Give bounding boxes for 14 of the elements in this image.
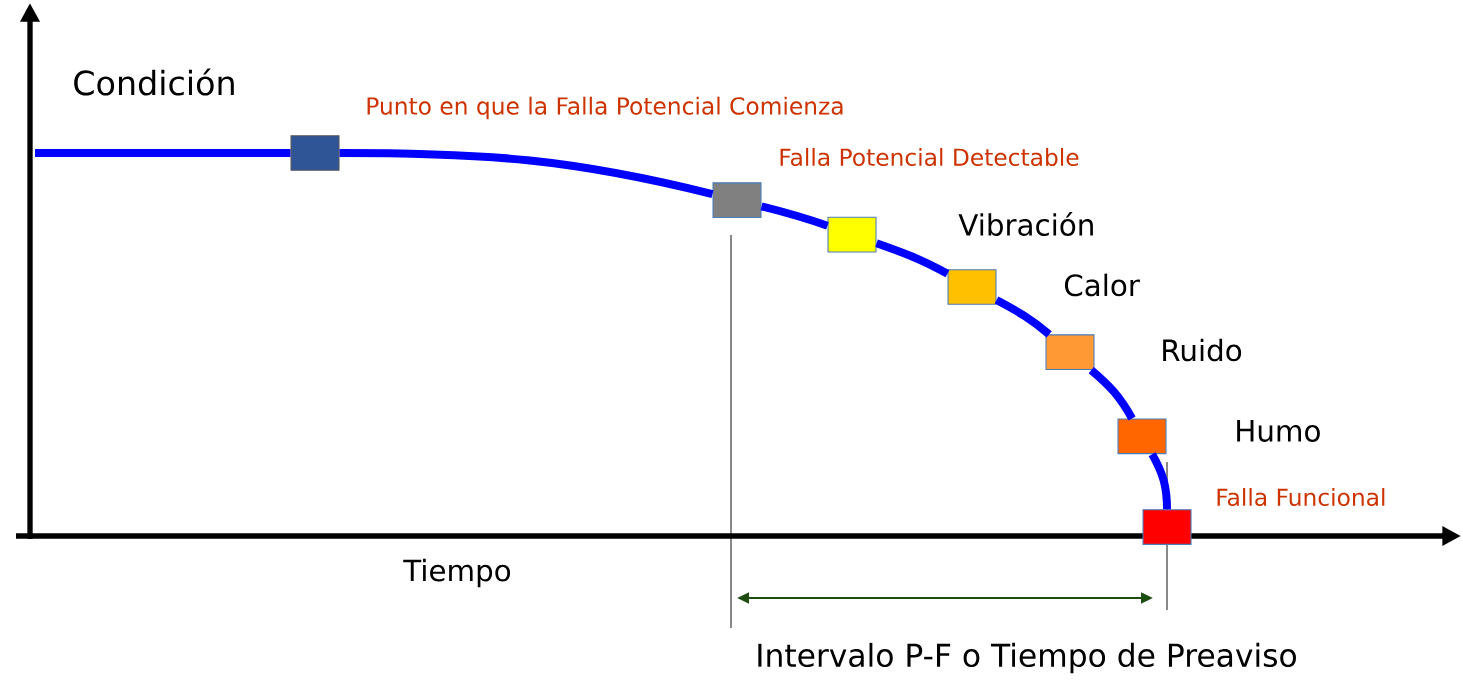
annotation-text: Intervalo P-F o Tiempo de Preaviso (758, 642, 1296, 674)
curve-segment (994, 296, 1052, 338)
axis-label: Condición (74, 68, 234, 96)
annotation-text: Ruido (1163, 338, 1242, 362)
annotation-text: Falla Potencial Detectable (780, 147, 1079, 167)
annotation-text: Humo (1237, 420, 1320, 442)
curve-segment (1088, 367, 1136, 421)
annotation-text: Falla Funcional (1217, 487, 1385, 507)
curve-segment (875, 239, 950, 278)
axis-label: Tiempo (403, 558, 511, 588)
annotation-text: Vibración (958, 212, 1093, 236)
annotation-text: Punto en que la Falla Potencial Comienza (367, 96, 843, 120)
curve-segment (760, 202, 829, 230)
annotation-text: Calor (1064, 273, 1140, 297)
